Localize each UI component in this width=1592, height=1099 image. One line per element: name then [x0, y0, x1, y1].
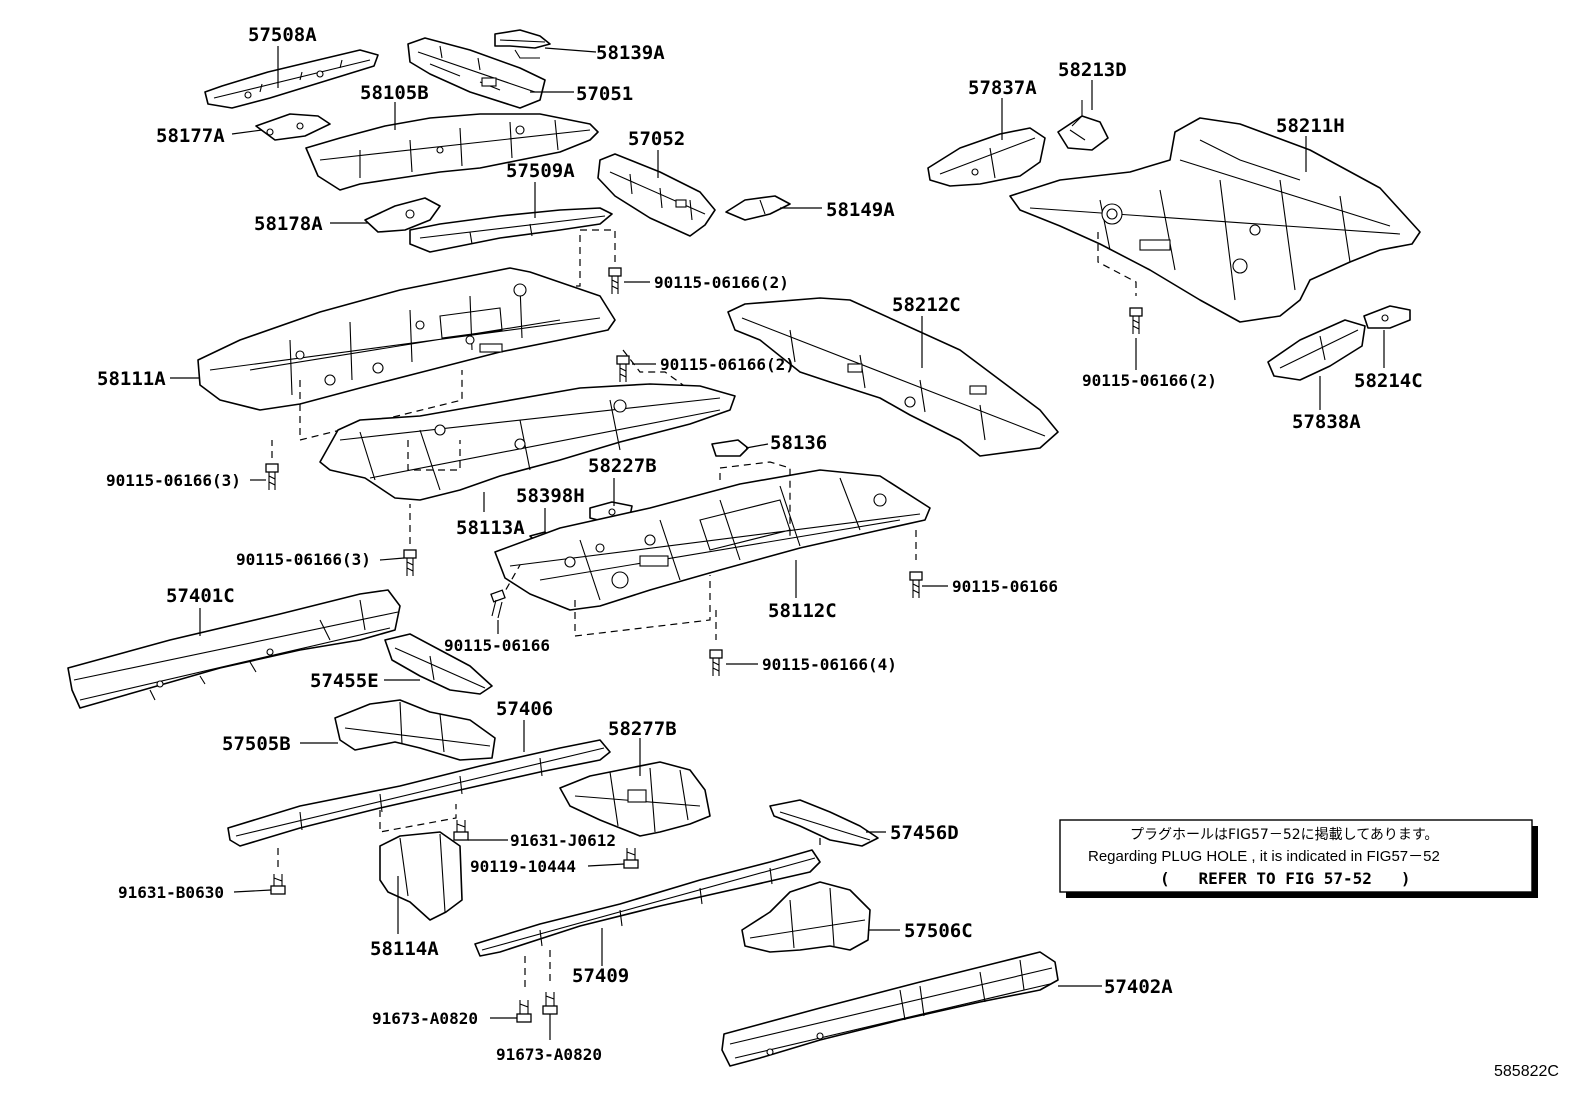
label-58177A: 58177A [156, 125, 225, 147]
note-refer: ( REFER TO FIG 57-52 ) [1160, 869, 1410, 888]
part-57406 [227, 739, 611, 847]
part-57837A [927, 127, 1046, 187]
bolt-90115-06166-4 [709, 649, 723, 676]
part-58136 [711, 439, 749, 457]
part-58178A [364, 197, 441, 233]
label-58178A: 58178A [254, 213, 323, 235]
part-57455E [384, 633, 493, 695]
part-57506C [741, 881, 871, 953]
label-57837A: 57837A [968, 77, 1037, 99]
label-57455E: 57455E [310, 670, 379, 692]
label-57052: 57052 [628, 128, 685, 150]
label-58213D: 58213D [1058, 59, 1127, 81]
label-58149A: 58149A [826, 199, 895, 221]
label-57401C: 57401C [166, 585, 235, 607]
label-58139A: 58139A [596, 42, 665, 64]
label-58227B: 58227B [588, 455, 657, 477]
label-58398H: 58398H [516, 485, 585, 507]
part-57508A [204, 49, 379, 109]
part-58105B [305, 113, 599, 191]
label-90115-06166-2b: 90115-06166(2) [660, 355, 795, 374]
label-58211H: 58211H [1276, 115, 1345, 137]
label-57402A: 57402A [1104, 976, 1173, 998]
label-91631-B0630: 91631-B0630 [118, 883, 224, 902]
part-57838A [1267, 319, 1366, 381]
label-57509A: 57509A [506, 160, 575, 182]
reference-note: プラグホールはFIG57－52に掲載してあります。 Regarding PLUG… [1059, 819, 1538, 898]
part-57052 [597, 153, 716, 237]
bolt-90115-06166-a [608, 267, 622, 294]
label-57051: 57051 [576, 83, 633, 105]
label-58214C: 58214C [1354, 370, 1423, 392]
part-57401C [67, 589, 401, 709]
part-57409 [474, 849, 821, 957]
note-english: Regarding PLUG HOLE , it is indicated in… [1088, 848, 1440, 865]
bolt-90119-10444 [623, 848, 639, 869]
label-90115-06166-2a: 90115-06166(2) [654, 273, 789, 292]
label-57456D: 57456D [890, 822, 959, 844]
label-57406: 57406 [496, 698, 553, 720]
label-57409: 57409 [572, 965, 629, 987]
part-58213D [1057, 100, 1109, 151]
part-57402A [721, 951, 1059, 1067]
label-58136: 58136 [770, 432, 827, 454]
part-57051 [407, 37, 546, 109]
label-58212C: 58212C [892, 294, 961, 316]
label-57505B: 57505B [222, 733, 291, 755]
label-58113A: 58113A [456, 517, 525, 539]
part-58112C [494, 469, 931, 611]
label-90119-10444: 90119-10444 [470, 857, 576, 876]
label-91631-J0612: 91631-J0612 [510, 831, 616, 850]
part-58139A [494, 29, 551, 59]
label-58111A: 58111A [97, 368, 166, 390]
part-57456D [769, 799, 879, 847]
bolt-90115-06166-3b [403, 549, 417, 576]
bolt-91631-J0612 [453, 820, 469, 841]
part-57505B [334, 699, 496, 761]
label-58277B: 58277B [608, 718, 677, 740]
label-90115-06166-a: 90115-06166 [952, 577, 1058, 596]
label-91673-A0820-b: 91673-A0820 [496, 1045, 602, 1064]
bolt-90115-06166-3a [265, 463, 279, 490]
label-90115-06166-b: 90115-06166 [444, 636, 550, 655]
part-58277B [559, 761, 711, 837]
part-58211H [1009, 117, 1421, 323]
part-58113A [319, 383, 736, 501]
label-57508A: 57508A [248, 24, 317, 46]
part-58149A [725, 195, 791, 221]
figure-id: 585822C [1494, 1063, 1559, 1080]
bolt-91673-A0820-b [542, 992, 558, 1015]
part-58214C [1363, 305, 1411, 329]
part-58177A [255, 113, 331, 141]
label-90115-06166-3b: 90115-06166(3) [236, 550, 371, 569]
part-58111A [197, 267, 616, 411]
note-japanese: プラグホールはFIG57－52に掲載してあります。 [1130, 827, 1438, 843]
bolt-90115-06166-c [490, 589, 506, 619]
label-58105B: 58105B [360, 82, 429, 104]
part-58114A [379, 831, 463, 921]
bolt-91673-A0820-a [516, 1000, 532, 1023]
part-58212C [727, 297, 1059, 457]
part-57509A [409, 207, 613, 253]
label-58114A: 58114A [370, 938, 439, 960]
label-90115-06166-2c: 90115-06166(2) [1082, 371, 1217, 390]
bolt-90115-06166-d [909, 571, 923, 598]
label-90115-06166-3a: 90115-06166(3) [106, 471, 241, 490]
label-90115-06166-4: 90115-06166(4) [762, 655, 897, 674]
bolt-91631-B0630 [270, 874, 286, 895]
label-57506C: 57506C [904, 920, 973, 942]
label-57838A: 57838A [1292, 411, 1361, 433]
bolt-90115-06166-e [1129, 307, 1143, 334]
bolt-90115-06166-b [616, 355, 630, 382]
label-58112C: 58112C [768, 600, 837, 622]
label-91673-A0820-a: 91673-A0820 [372, 1009, 478, 1028]
